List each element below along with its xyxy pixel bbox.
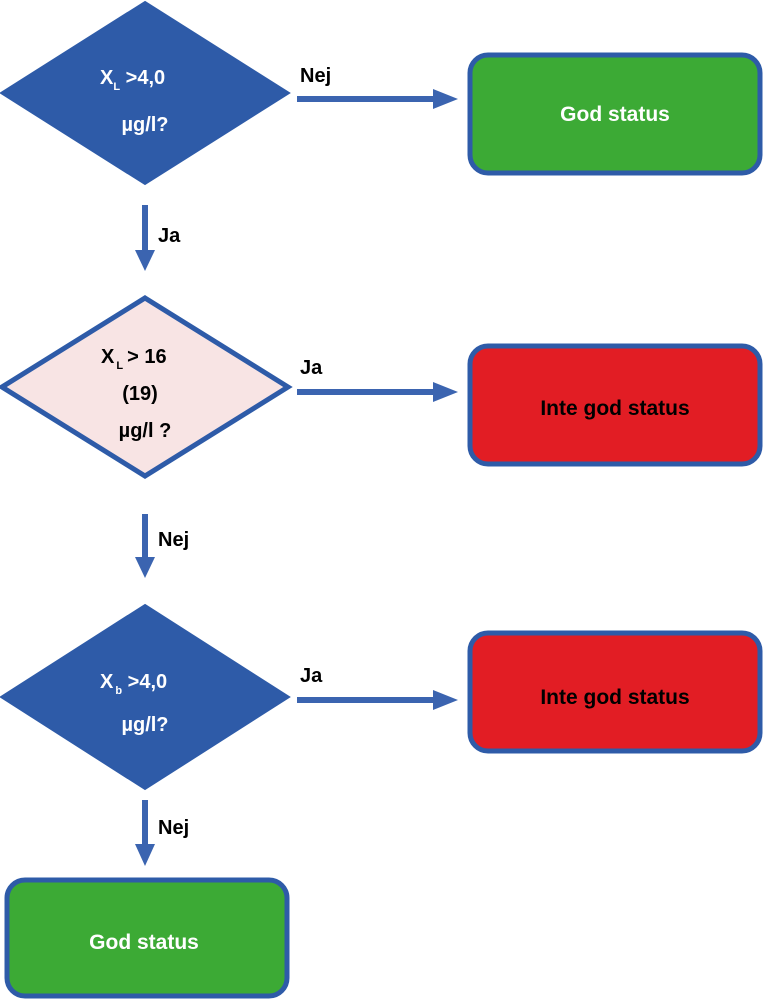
label-d3-down: Nej xyxy=(158,817,189,839)
decision-3-diamond xyxy=(0,603,291,791)
arrow-d2-right xyxy=(297,382,458,402)
outcome-box-2: Inte god status xyxy=(467,343,763,467)
decision-2-diamond xyxy=(0,295,293,479)
label-d2-down: Nej xyxy=(158,529,189,551)
decision-2-unit: µg/l ? xyxy=(119,420,172,442)
label-d2-right: Ja xyxy=(300,357,323,379)
outcome-box-1-label: God status xyxy=(560,103,670,126)
decision-2-value: (19) xyxy=(122,383,158,405)
label-d3-right: Ja xyxy=(300,665,323,687)
decision-3-condition: >4,0 xyxy=(122,671,167,693)
decision-2-var: X xyxy=(101,346,115,368)
decision-2-condition: > 16 xyxy=(127,346,166,368)
decision-3-sub: b xyxy=(115,685,122,697)
decision-1: XL >4,0 µg/l? xyxy=(0,0,291,186)
decision-3-var: X xyxy=(100,671,114,693)
outcome-box-2-label: Inte god status xyxy=(540,397,689,420)
arrow-d1-down xyxy=(135,205,155,271)
svg-text:Xb >4,0: Xb >4,0 xyxy=(100,671,167,697)
outcome-box-3-rect xyxy=(467,630,763,754)
arrow-d3-down xyxy=(135,800,155,866)
outcome-box-3: Inte god status xyxy=(467,630,763,754)
decision-1-var: X xyxy=(100,67,114,89)
arrow-d2-down xyxy=(135,514,155,578)
outcome-box-4-rect xyxy=(4,877,290,999)
decision-1-sub: L xyxy=(113,81,120,93)
decision-3-unit: µg/l? xyxy=(121,714,168,736)
outcome-box-1-rect xyxy=(467,52,763,176)
decision-1-condition: >4,0 xyxy=(120,67,165,89)
outcome-box-2-rect xyxy=(467,343,763,467)
outcome-box-1: God status xyxy=(467,52,763,176)
label-d1-down: Ja xyxy=(158,225,181,247)
outcome-box-4-label: God status xyxy=(89,931,199,954)
outcome-box-3-label: Inte god status xyxy=(540,686,689,709)
arrow-d3-right xyxy=(297,690,458,710)
decision-2-sub: L xyxy=(116,360,123,372)
outcome-box-4: God status xyxy=(4,877,290,999)
arrow-d1-right xyxy=(297,89,458,109)
svg-text:XL> 16: XL > 16 xyxy=(101,346,167,372)
svg-text:XL >4,0: XL >4,0 xyxy=(100,67,165,93)
decision-1-diamond xyxy=(0,0,291,186)
label-d1-right: Nej xyxy=(300,65,331,87)
decision-1-unit: µg/l? xyxy=(121,114,168,136)
